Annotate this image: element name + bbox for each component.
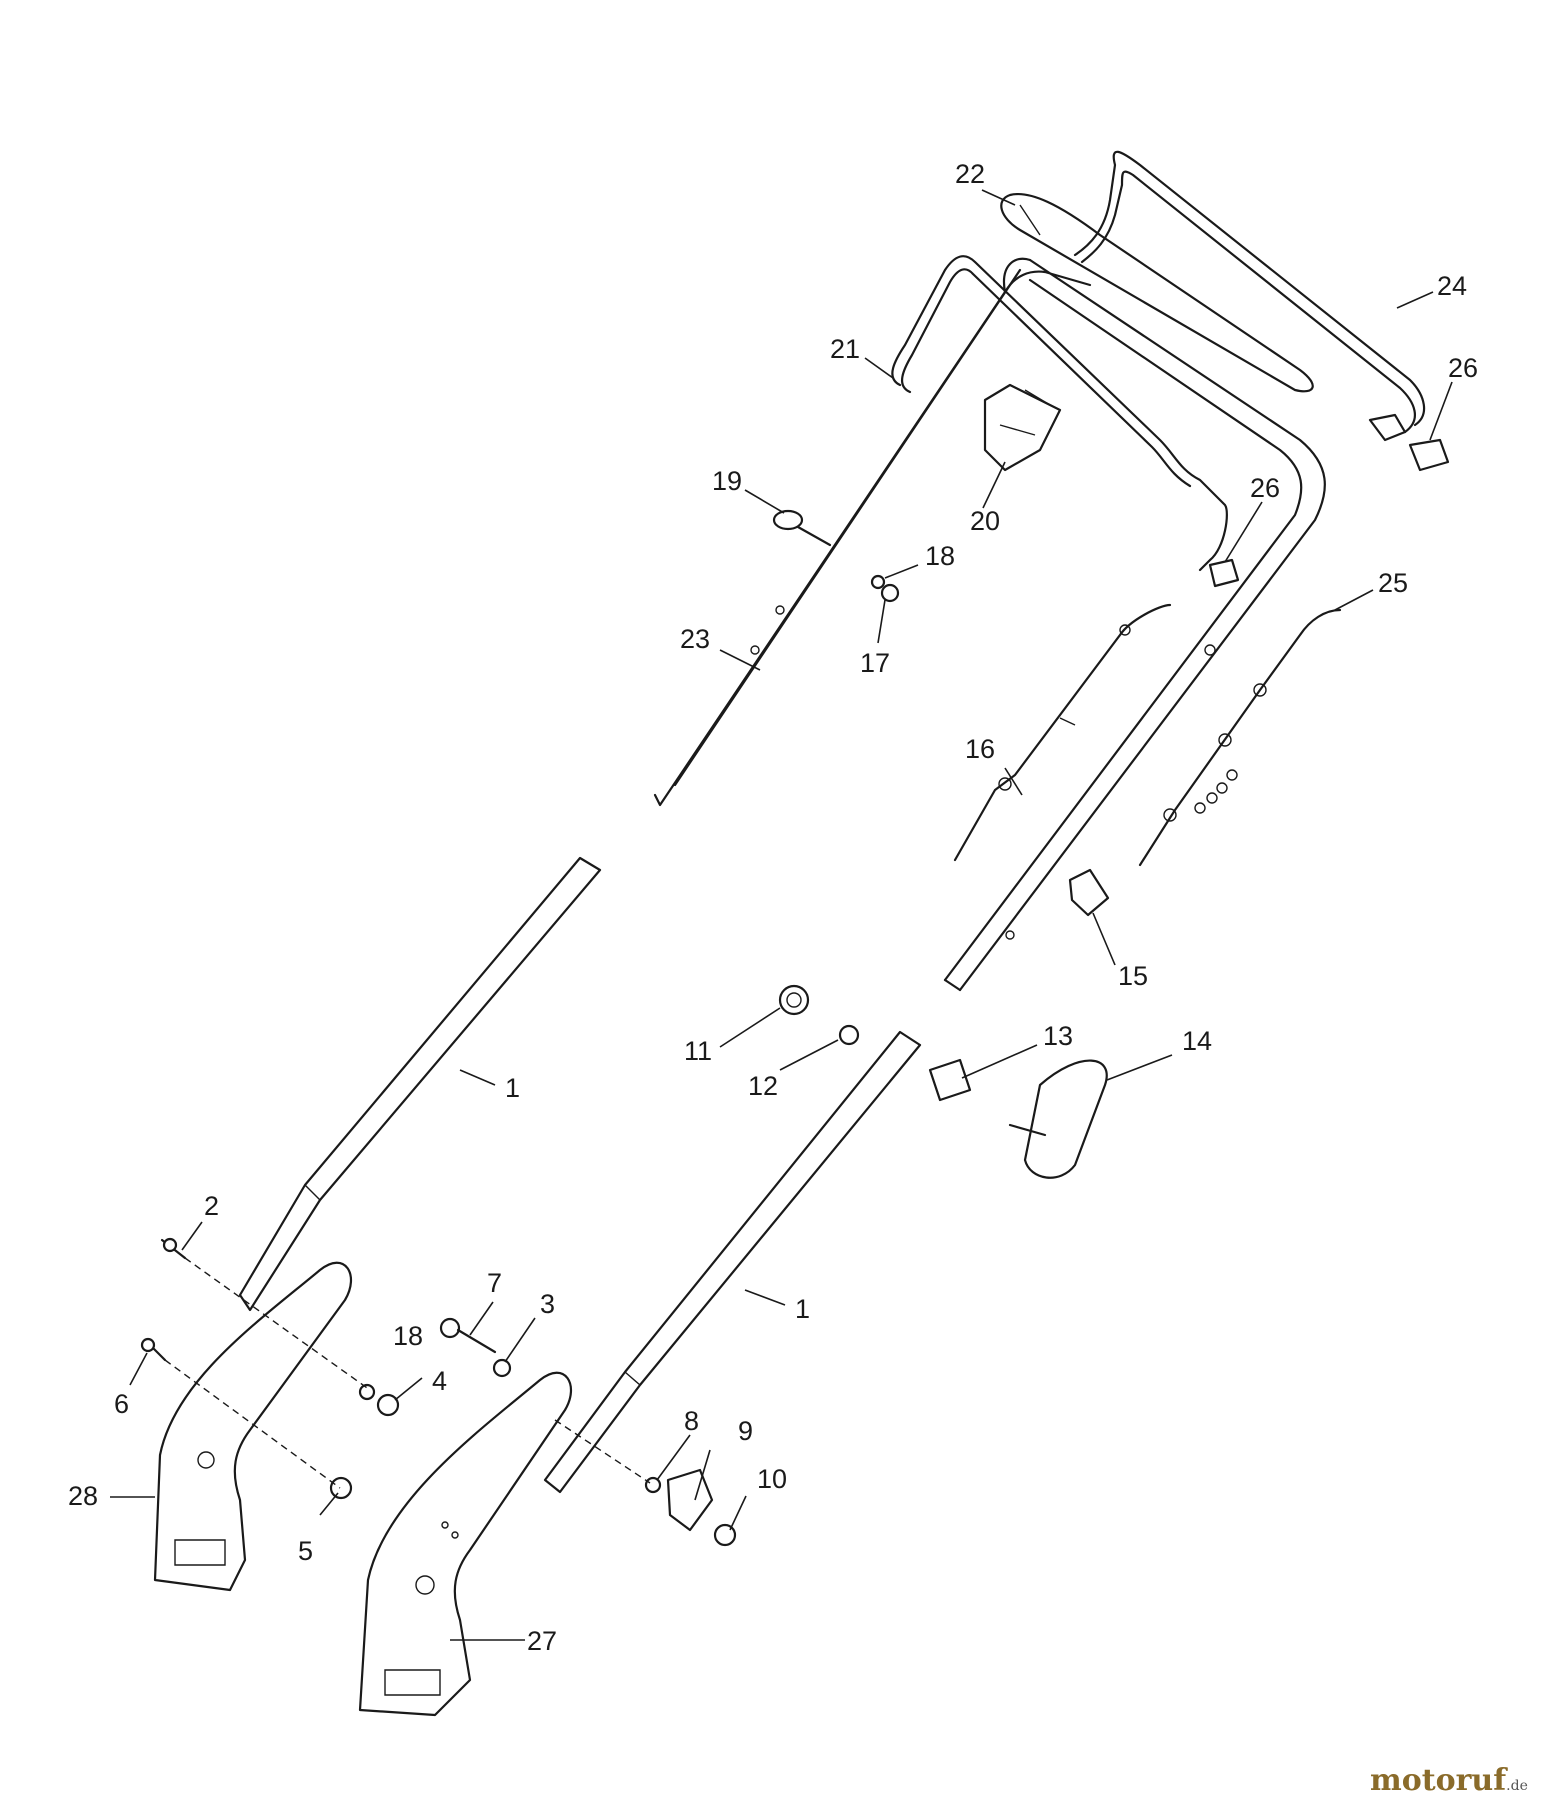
part-14-lever-knob <box>1008 1059 1108 1179</box>
part-6-screw <box>140 1337 167 1362</box>
part-26-cap-top <box>1408 438 1450 472</box>
callout-25: 25 <box>1378 568 1408 598</box>
callout-21: 21 <box>830 334 860 364</box>
callout-18-upper: 18 <box>925 541 955 571</box>
callout-5: 5 <box>298 1536 313 1566</box>
callout-3: 3 <box>540 1289 555 1319</box>
callout-23: 23 <box>680 624 710 654</box>
callout-2: 2 <box>204 1191 219 1221</box>
part-24-bail-bar <box>1073 150 1426 442</box>
part-2-screw <box>160 1237 187 1260</box>
part-15-clip <box>1068 868 1110 917</box>
part-20-cable-clip <box>983 383 1062 472</box>
part-27-right-bracket <box>358 1371 573 1717</box>
part-9-spacer <box>666 1468 714 1532</box>
part-12-nut <box>838 1024 860 1046</box>
part-23-upper-handle <box>653 257 1326 992</box>
watermark-tld: .de <box>1506 1778 1528 1794</box>
callout-20: 20 <box>970 506 1000 536</box>
part-16-cable <box>953 603 1172 862</box>
part-26-cap-mid <box>1208 558 1240 588</box>
callout-4: 4 <box>432 1366 447 1396</box>
part-3-washer <box>492 1358 512 1378</box>
callout-8: 8 <box>684 1406 699 1436</box>
part-21-lower-bail <box>891 255 1228 572</box>
callout-11: 11 <box>684 1036 712 1066</box>
part-28-left-bracket <box>153 1261 353 1592</box>
callout-18-lower: 18 <box>393 1321 423 1351</box>
part-18-washer <box>358 1383 376 1401</box>
callout-16: 16 <box>965 734 995 764</box>
leader-lines <box>110 189 1453 1641</box>
callout-1-right: 1 <box>795 1294 810 1324</box>
callout-27: 27 <box>527 1626 557 1656</box>
part-17-18-nut-washer <box>870 574 900 603</box>
callout-24: 24 <box>1437 271 1467 301</box>
part-7-bolt <box>439 1317 497 1354</box>
callout-14: 14 <box>1182 1026 1212 1056</box>
part-13-clip <box>928 1058 972 1102</box>
callout-numbers: 1 1 2 3 4 5 6 7 8 9 10 11 12 13 14 15 16… <box>68 159 1478 1656</box>
watermark-logo: motoruf.de <box>1370 1763 1528 1798</box>
callout-7: 7 <box>487 1268 502 1298</box>
callout-12: 12 <box>748 1071 778 1101</box>
part-10-nut <box>713 1523 737 1547</box>
watermark-brand: motoruf <box>1370 1763 1508 1798</box>
callout-26-mid: 26 <box>1250 473 1280 503</box>
part-8-washer <box>644 1476 662 1494</box>
callout-19: 19 <box>712 466 742 496</box>
part-1-lower-tube-left <box>238 856 602 1312</box>
callout-22: 22 <box>955 159 985 189</box>
part-19-eye-bolt <box>772 509 832 547</box>
watermark-text: motoruf.de <box>1370 1763 1528 1798</box>
callout-15: 15 <box>1118 961 1148 991</box>
part-5-nut <box>329 1476 353 1500</box>
callout-10: 10 <box>757 1464 787 1494</box>
callout-1-left: 1 <box>505 1073 520 1103</box>
callout-13: 13 <box>1043 1021 1073 1051</box>
part-4-nut <box>376 1393 400 1417</box>
callout-6: 6 <box>114 1389 129 1419</box>
part-11-knob <box>778 984 810 1016</box>
part-25-cable <box>1138 608 1342 867</box>
part-1-lower-tube-right <box>543 1030 922 1494</box>
assembly-axes <box>164 1257 651 1489</box>
callout-28: 28 <box>68 1481 98 1511</box>
callout-9: 9 <box>738 1416 753 1446</box>
callout-26-right: 26 <box>1448 353 1478 383</box>
callout-17: 17 <box>860 648 890 678</box>
part-22-grip-strip <box>1000 193 1314 393</box>
